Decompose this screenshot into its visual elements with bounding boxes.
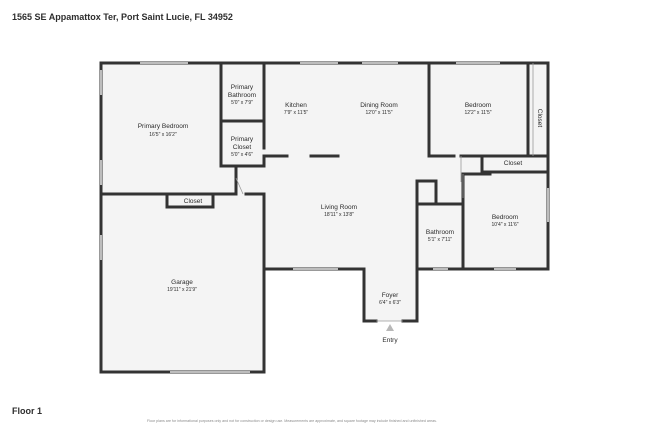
room-living-dims: 18'11" x 13'8" (324, 212, 354, 218)
room-closet-vertical-name: Closet (536, 109, 543, 128)
room-primary-closet-name-2: Closet (233, 144, 252, 151)
windows (100, 62, 549, 373)
entry-label: Entry (382, 337, 398, 344)
floor-fill (101, 63, 548, 372)
room-bedroom-2-dims: 10'4" x 11'6" (491, 222, 518, 228)
room-bathroom-dims: 5'1" x 7'11" (428, 237, 452, 243)
room-primary-bedroom-name: Primary Bedroom (138, 123, 189, 130)
entry-arrow-icon (386, 324, 394, 331)
room-bedroom-1-name: Bedroom (465, 102, 491, 109)
door-lines (235, 63, 534, 322)
room-dining-name: Dining Room (360, 102, 398, 109)
room-primary-bathroom-name-1: Primary (231, 84, 254, 91)
room-bedroom-1-dims: 12'2" x 11'5" (464, 110, 491, 116)
property-address: 1565 SE Appamattox Ter, Port Saint Lucie… (12, 12, 233, 22)
room-bedroom-2-name: Bedroom (492, 214, 518, 221)
room-foyer-name: Foyer (382, 292, 399, 299)
room-primary-closet-name-1: Primary (231, 136, 254, 143)
room-garage-name: Garage (171, 279, 193, 286)
room-primary-closet-dims: 5'0" x 4'6" (231, 152, 253, 158)
room-foyer-dims: 6'4" x 6'3" (379, 300, 401, 306)
room-kitchen-dims: 7'9" x 11'5" (284, 110, 308, 116)
room-primary-bathroom-name-2: Bathroom (228, 92, 256, 99)
room-living-name: Living Room (321, 204, 357, 211)
disclaimer-text: Floor plans are for informational purpos… (147, 419, 437, 423)
room-kitchen-name: Kitchen (285, 102, 307, 109)
room-closet-garage-name: Closet (184, 198, 203, 205)
room-primary-bathroom-dims: 5'0" x 7'9" (231, 100, 253, 106)
room-bathroom-name: Bathroom (426, 229, 454, 236)
floor-label: Floor 1 (12, 406, 43, 416)
room-dining-dims: 12'0" x 11'5" (365, 110, 392, 116)
room-primary-bedroom-dims: 16'5" x 16'2" (149, 132, 177, 138)
room-garage-dims: 19'11" x 21'9" (167, 287, 197, 293)
room-closet-hall-name: Closet (504, 160, 523, 167)
